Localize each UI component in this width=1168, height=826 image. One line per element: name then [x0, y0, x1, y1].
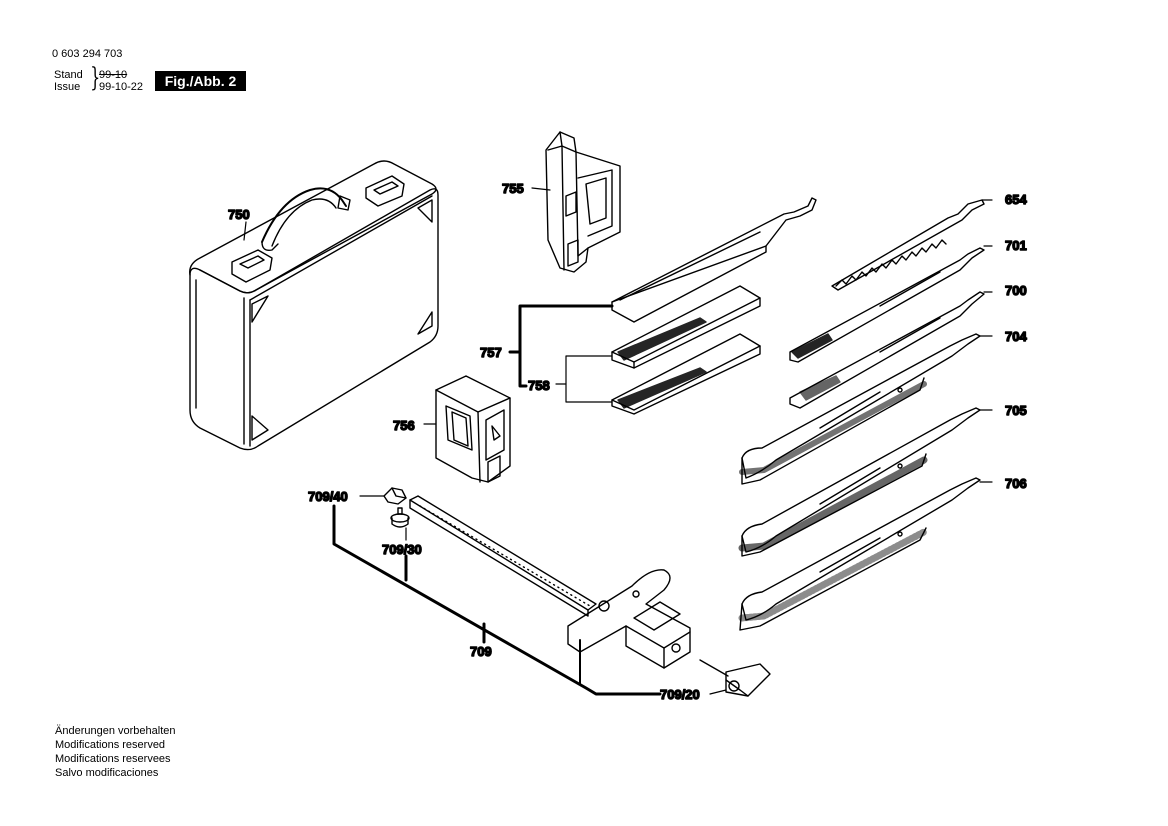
brush-704-drawing	[739, 333, 981, 485]
label-756: 756	[393, 418, 415, 433]
issue-date: 99-10-22	[99, 81, 144, 93]
stand-label: Stand	[54, 69, 83, 81]
label-705: 705	[1005, 403, 1027, 418]
screw-709-30-drawing	[390, 507, 410, 528]
guide-709-drawing	[409, 495, 691, 669]
file-blade-700-drawing	[789, 291, 985, 409]
label-704: 704	[1005, 329, 1027, 344]
label-758: 758	[528, 378, 550, 393]
label-654: 654	[1005, 192, 1027, 207]
label-706: 706	[1005, 476, 1027, 491]
pin-709-20-drawing	[699, 659, 771, 697]
leader-lines	[243, 187, 993, 696]
label-709-40: 709/40	[308, 489, 348, 504]
brush-706-drawing	[738, 477, 981, 631]
carrying-case-drawing	[189, 160, 439, 451]
clip-709-40-drawing	[383, 487, 407, 505]
file-blade-701-drawing	[789, 247, 985, 363]
footer-line-de: Änderungen vorbehalten	[55, 725, 176, 737]
insert-755-drawing	[545, 131, 621, 273]
brush-705-drawing	[738, 407, 981, 557]
label-709-20: 709/20	[660, 687, 700, 702]
document-number: 0 603 294 703	[52, 48, 123, 60]
label-757: 757	[480, 345, 502, 360]
footer-line-en: Modifications reserved	[55, 739, 166, 751]
stand-date: 99-10	[99, 69, 128, 81]
footer-line-fr: Modifications reservees	[55, 753, 171, 765]
issue-label: Issue	[54, 81, 81, 93]
figure-label: Fig./Abb. 2	[155, 71, 246, 91]
saw-blade-654-drawing	[831, 199, 985, 291]
label-750: 750	[228, 207, 250, 222]
footer-line-es: Salvo modificaciones	[55, 767, 159, 779]
insert-756-drawing	[435, 375, 511, 483]
label-709: 709	[470, 644, 492, 659]
label-709-30: 709/30	[382, 542, 422, 557]
blade-757-drawing	[611, 197, 817, 323]
brace-icon: }	[90, 63, 101, 93]
files-758-drawing	[611, 285, 761, 415]
label-755: 755	[502, 181, 524, 196]
label-701: 701	[1005, 238, 1027, 253]
label-700: 700	[1005, 283, 1027, 298]
